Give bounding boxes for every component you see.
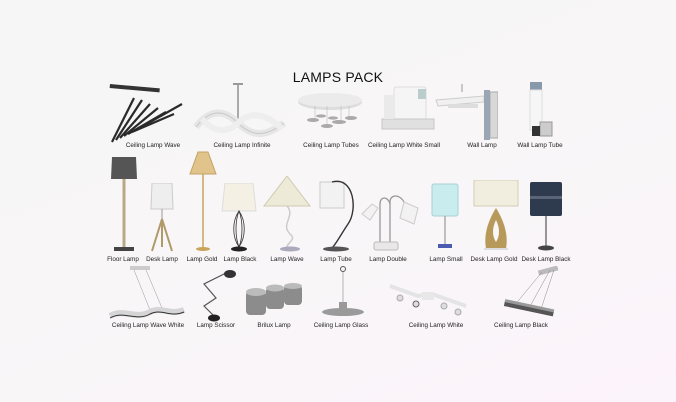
item-label: Ceiling Lamp Black [494, 322, 548, 329]
brilux-lamp-icon [246, 283, 302, 315]
item-label: Ceiling Lamp Glass [313, 322, 369, 329]
lamp-tube-icon [319, 180, 354, 252]
item-label: Wall Lamp Tube [517, 142, 563, 149]
item-label: Lamp Tube [320, 256, 352, 263]
wall-lamp-tube-icon [529, 82, 553, 137]
item-label: Wall Lamp [467, 142, 497, 149]
item-label: Lamp Black [223, 256, 257, 263]
ceiling-lamp-black-icon [503, 266, 559, 317]
item-label: Ceiling Lamp White Small [367, 142, 441, 149]
desk-lamp-icon [150, 183, 174, 252]
item-label: Lamp Wave [270, 256, 304, 263]
desk-lamp-gold-icon [473, 180, 519, 250]
lamp-gold-icon [189, 151, 217, 251]
item-label: Ceiling Lamp Wave White [111, 322, 185, 329]
item-label: Ceiling Lamp Infinite [213, 142, 271, 149]
item-label: Desk Lamp Gold [470, 256, 518, 263]
ceiling-lamp-wave-icon [109, 84, 183, 143]
lamp-scissor-icon [203, 270, 236, 322]
lamp-small-icon [431, 183, 459, 248]
ceiling-lamp-white-icon [389, 284, 467, 316]
lamp-double-icon [361, 195, 419, 251]
item-label: Lamp Small [429, 256, 463, 263]
ceiling-lamp-tubes-icon [298, 93, 362, 128]
ceiling-lamp-infinite-icon [193, 83, 287, 137]
lamp-wave-icon [262, 176, 312, 252]
item-label: Lamp Double [369, 256, 407, 263]
lamp-black-icon [221, 183, 257, 252]
item-label: Ceiling Lamp Tubes [303, 142, 359, 149]
item-label: Floor Lamp [107, 256, 139, 263]
ceiling-lamp-glass-icon [322, 266, 364, 316]
item-label: Lamp Scissor [196, 322, 236, 329]
item-label: Desk Lamp Black [521, 256, 571, 263]
desk-lamp-black-icon [530, 182, 562, 251]
item-label: Brilux Lamp [257, 322, 291, 329]
wall-lamp-icon [435, 84, 498, 140]
floor-lamp-icon [111, 157, 137, 251]
item-label: Ceiling Lamp White [408, 322, 464, 329]
item-label: Lamp Gold [186, 256, 218, 263]
ceiling-lamp-white-small-icon [381, 86, 435, 130]
item-label: Desk Lamp [146, 256, 178, 263]
page-title: LAMPS PACK [292, 69, 384, 85]
item-label: Ceiling Lamp Wave [125, 142, 181, 149]
ceiling-lamp-wave-white-icon [108, 266, 186, 319]
